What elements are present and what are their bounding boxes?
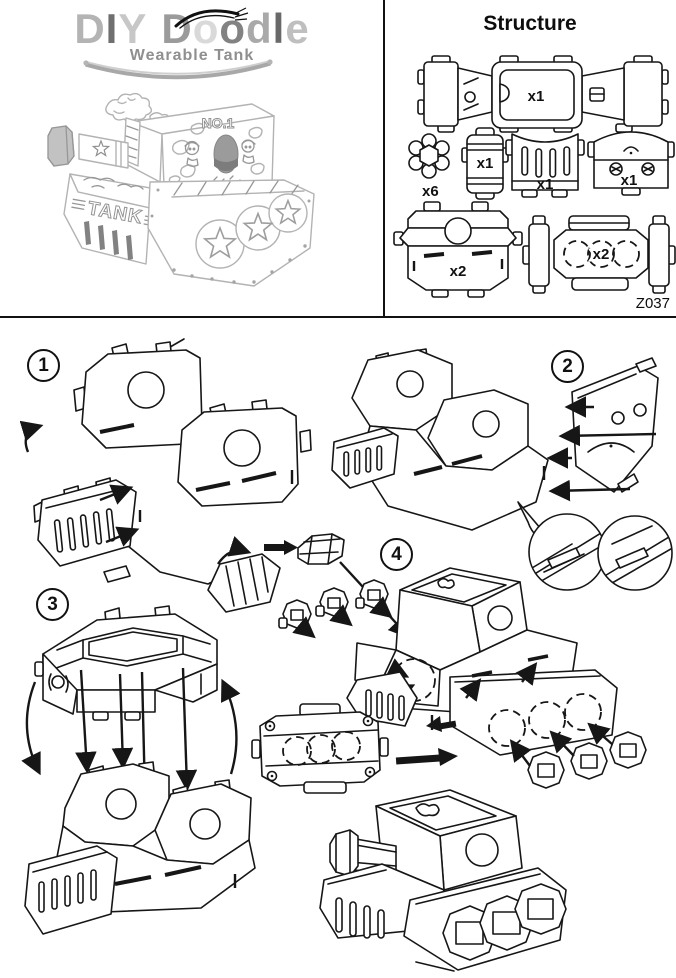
gear-wheel-piece — [509, 739, 565, 789]
chibi-character — [184, 140, 200, 167]
logo-letter: d — [246, 5, 273, 52]
svg-text:x2: x2 — [450, 263, 467, 280]
hero-tank-illustration: NO.1 — [47, 92, 315, 287]
step-3-diagram — [21, 605, 256, 935]
logo-letter: D — [74, 5, 106, 52]
hero-barrel — [47, 125, 129, 169]
part-front-grille: x1 — [505, 133, 585, 198]
hull-vents — [84, 221, 133, 260]
part-track-frame: x2 — [522, 215, 676, 294]
product-code: Z037 — [635, 295, 670, 312]
step-4-diagram — [207, 533, 647, 794]
logo-letter: o — [219, 5, 246, 52]
svg-text:x1: x1 — [528, 88, 545, 105]
step-2-badge: 2 — [551, 350, 584, 383]
svg-text:x1: x1 — [477, 155, 494, 172]
logo-letter: l — [272, 5, 286, 52]
tank-body — [346, 567, 618, 756]
step-1-number: 1 — [38, 354, 49, 376]
logo-letter: I — [105, 5, 119, 52]
detail-callout-circle — [597, 515, 673, 591]
hero-track-unit — [147, 179, 315, 287]
detail-callout-circle — [528, 513, 606, 591]
vertical-panel-divider — [383, 0, 385, 318]
svg-text:x2: x2 — [593, 246, 610, 263]
part-gear-wheel: x6 — [408, 133, 450, 200]
assembled-hull — [331, 348, 549, 531]
svg-text:x1: x1 — [537, 176, 554, 193]
step-1-badge: 1 — [27, 349, 60, 382]
logo-subtitle: Wearable Tank — [129, 47, 255, 64]
turret-number-decal: NO.1 — [202, 115, 235, 131]
horizontal-panel-divider — [0, 316, 676, 318]
hull-panel — [177, 399, 312, 507]
gear-wheel-piece — [355, 579, 393, 619]
barrel-tube-piece — [297, 533, 345, 565]
logo-letter: e — [285, 5, 310, 52]
muzzle-cap — [47, 125, 75, 167]
gear-wheel-piece — [587, 722, 647, 769]
part-hull-top-wrap: x1 — [417, 55, 669, 133]
finished-turret — [375, 789, 523, 891]
track-frame-piece — [251, 703, 389, 794]
track-bolts — [150, 188, 311, 284]
gear-wheel-piece — [315, 587, 353, 627]
rear-panel-piece — [571, 357, 659, 493]
step-4-number: 4 — [391, 543, 402, 565]
logo-letter: D — [161, 5, 193, 52]
finished-barrel — [329, 829, 397, 877]
barrel-star — [91, 139, 111, 157]
step-3-number: 3 — [47, 593, 58, 615]
logo-letter: Y — [118, 5, 148, 52]
chibi-character — [241, 139, 256, 164]
part-rear-panel: x1 — [587, 131, 675, 196]
barrel-flat-piece — [207, 536, 281, 613]
svg-text:x1: x1 — [621, 172, 638, 189]
attach-arrow-right — [395, 748, 458, 766]
finished-tank-illustration — [319, 789, 567, 972]
step-2-number: 2 — [562, 355, 573, 377]
step-2-diagram — [331, 348, 673, 591]
turret-assembly — [34, 605, 218, 721]
finished-hull — [319, 863, 567, 972]
svg-text:x6: x6 — [422, 183, 439, 200]
structure-title: Structure — [483, 12, 577, 35]
part-turret-shell: x2 — [393, 201, 523, 298]
attach-arrow — [426, 716, 457, 732]
logo-swoosh-icon — [174, 7, 249, 29]
roll-arrow — [264, 540, 298, 555]
gear-wheel-piece — [549, 730, 608, 780]
step-4-badge: 4 — [380, 538, 413, 571]
hull-body — [24, 761, 256, 935]
hero-turret: NO.1 — [123, 103, 275, 187]
step-3-badge: 3 — [36, 588, 69, 621]
logo-smile-icon — [83, 59, 273, 80]
part-barrel-tube: x1 — [461, 127, 509, 200]
gear-wheel-piece — [278, 599, 316, 639]
step-1-diagram — [19, 338, 312, 585]
structure-parts-diagram: x1 x6 x1 x1 — [393, 55, 676, 298]
hero-hull: TANK — [63, 173, 189, 265]
